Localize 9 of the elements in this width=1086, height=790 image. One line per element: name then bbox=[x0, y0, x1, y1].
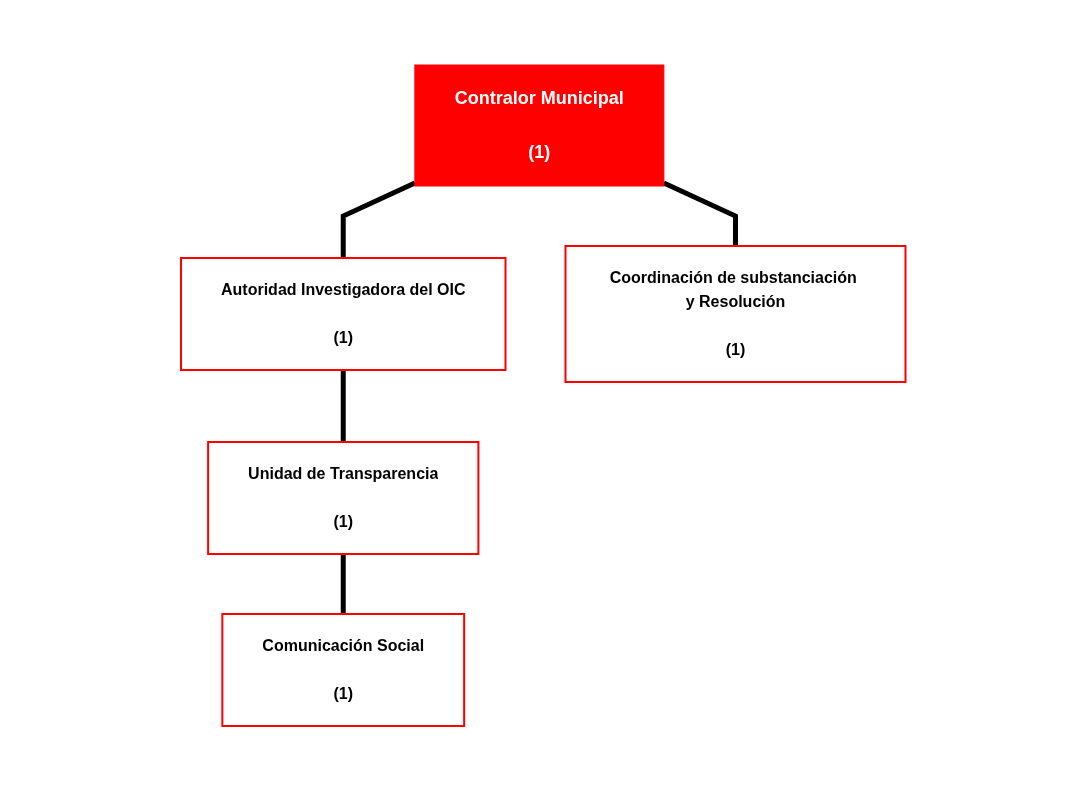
connector bbox=[340, 180, 416, 258]
node-box: Contralor Municipal (1) bbox=[414, 64, 665, 186]
connector bbox=[340, 369, 346, 442]
node-box: Autoridad Investigadora del OIC (1) bbox=[179, 256, 507, 371]
node-box: Unidad de Transparencia (1) bbox=[206, 440, 480, 555]
connector bbox=[340, 553, 346, 614]
node-box: Comunicación Social (1) bbox=[221, 612, 465, 727]
node-box: Coordinación de substanciación y Resolución (1) bbox=[564, 244, 907, 383]
connector bbox=[662, 180, 738, 246]
